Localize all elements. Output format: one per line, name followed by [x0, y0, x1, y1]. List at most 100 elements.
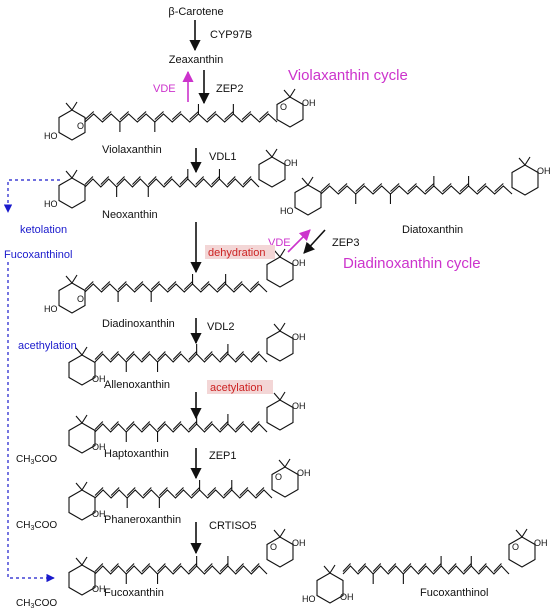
diatoxanthin-structure-polyene-chain-double-bond — [459, 183, 469, 192]
allenoxanthin-structure-hydroxyl: OH — [92, 374, 106, 384]
fucoxanthinol-structure-polyene-chain-double-bond — [493, 563, 502, 572]
haptoxanthin-structure-left-ring — [68, 422, 96, 454]
neoxanthin-structure-polyene-chain-double-bond — [132, 176, 141, 185]
fucoxanthinol-structure-left-ring-methyl — [323, 565, 331, 574]
label-cyp97b: CYP97B — [210, 29, 252, 41]
violaxanthin-structure-polyene-chain-double-bond — [84, 111, 95, 120]
fucoxanthinol-structure-right-ring — [508, 536, 536, 568]
arrow-vde-right — [287, 229, 311, 253]
violaxanthin-structure-right-ring-methyl — [283, 89, 291, 98]
fucoxanthinol-branch — [3, 179, 60, 583]
fucoxanthin-structure-polyene-chain-double-bond — [219, 563, 229, 572]
haptoxanthin-structure-polyene-chain-double-bond — [125, 421, 135, 430]
allenoxanthin-structure-left-ring — [68, 354, 96, 386]
label-ch3coo-2: CH3COO — [16, 520, 57, 532]
allenoxanthin-structure-polyene-chain — [94, 353, 268, 363]
phaneroxanthin-structure-hydroxyl: OH — [92, 509, 106, 519]
haptoxanthin-structure-left-ring-methyl — [81, 414, 88, 424]
violaxanthin-structure-right-ring-methyl — [289, 88, 296, 98]
label-acetylation: acetylation — [210, 382, 263, 394]
label-vde-top: VDE — [153, 83, 176, 95]
fucoxanthin-structure-right-ring — [266, 536, 294, 568]
violaxanthin-structure-right-ring — [276, 96, 304, 128]
violaxanthin-structure-polyene-chain-double-bond — [154, 111, 164, 120]
allenoxanthin-structure-polyene-chain-double-bond — [250, 351, 260, 360]
neoxanthin-structure-right-ring — [258, 156, 286, 188]
violaxanthin-structure-polyene-chain-double-bond — [102, 111, 112, 120]
allenoxanthin-structure-polyene-chain-double-bond — [188, 351, 198, 360]
diatoxanthin-structure-polyene-chain-double-bond — [355, 183, 365, 192]
phaneroxanthin-structure-polyene-chain-double-bond — [158, 487, 168, 496]
phaneroxanthin-structure-polyene-chain-double-bond — [142, 487, 152, 496]
diatoxanthin-structure-right-ring — [511, 164, 539, 196]
label-diadinoxanthin: Diadinoxanthin — [102, 318, 175, 330]
fucoxanthinol-structure-hydroxyl: OH — [340, 592, 354, 602]
haptoxanthin-structure-polyene-chain — [94, 423, 268, 433]
neoxanthin-structure-polyene-chain-double-bond — [163, 176, 173, 185]
allenoxanthin-structure-polyene-chain-double-bond — [110, 351, 119, 360]
neoxanthin-structure-polyene-chain-double-bond — [147, 176, 157, 185]
phaneroxanthin-structure-polyene-chain — [94, 489, 273, 499]
fucoxanthinol-structure-polyene-chain-double-bond — [402, 563, 412, 572]
fucoxanthinol-structure-polyene-chain-double-bond — [357, 563, 367, 572]
label-ch3coo-3: CH3COO — [16, 598, 57, 610]
diadinoxanthin-structure-epoxide-left: O — [77, 294, 84, 304]
neoxanthin-structure-left-ring — [58, 177, 86, 209]
fucoxanthin-structure-polyene-chain-double-bond — [141, 563, 151, 572]
fucoxanthin-structure-right-ring-methyl — [279, 528, 286, 538]
diadinoxanthin-structure-polyene-chain-double-bond — [84, 281, 94, 290]
diatoxanthin-structure-polyene-chain — [320, 185, 513, 195]
phaneroxanthin-structure-right-ring-methyl — [284, 458, 291, 468]
diatoxanthin-structure-polyene-chain-double-bond — [476, 183, 487, 192]
allenoxanthin-structure-left-ring-methyl — [75, 347, 83, 356]
fucoxanthinol-structure-right-substituent: OH — [534, 538, 548, 548]
phaneroxanthin-structure-polyene-chain-double-bond — [239, 487, 249, 496]
diadinoxanthin-structure-left-ring-methyl — [65, 275, 73, 284]
fucoxanthinol-structure-left-ring — [316, 572, 344, 604]
haptoxanthin-structure-polyene-chain-double-bond — [188, 421, 198, 430]
neoxanthin-structure-polyene-chain-double-bond — [242, 176, 252, 185]
diadinoxanthin-structure-polyene-chain — [84, 283, 268, 293]
fucoxanthin-structure-polyene-chain-double-bond — [157, 563, 166, 572]
diadinoxanthin-structure-left-substituent: HO — [44, 304, 58, 314]
diadinoxanthin-structure-right-ring — [266, 256, 294, 288]
label-vdl2: VDL2 — [207, 321, 235, 333]
fucoxanthin-structure-left-ring-methyl — [75, 557, 83, 566]
fucoxanthin-structure-left-ring — [68, 564, 96, 596]
violaxanthin-structure-right-substituent: OH — [302, 98, 316, 108]
fucoxanthin-structure-polyene-chain — [94, 565, 268, 575]
label-zeaxanthin: Zeaxanthin — [169, 54, 223, 66]
diatoxanthin-structure-polyene-chain-double-bond — [494, 183, 504, 192]
fucoxanthinol-structure-right-ring-methyl — [521, 528, 528, 538]
neoxanthin-structure-right-substituent: OH — [284, 158, 298, 168]
dashed-to-ketolation — [3, 179, 60, 213]
allenoxanthin-structure-polyene-chain-double-bond — [157, 351, 166, 360]
fucoxanthin-structure-epoxide-right: O — [270, 542, 277, 552]
fucoxanthinol-structure-polyene-chain-double-bond — [448, 563, 457, 572]
label-fucoxanthinol-right: Fucoxanthinol — [420, 587, 489, 599]
haptoxanthin-structure-polyene-chain-double-bond — [250, 421, 260, 430]
neoxanthin-structure-polyene-chain — [84, 178, 260, 188]
neoxanthin-structure-polyene-chain-double-bond — [195, 176, 205, 185]
haptoxanthin-structure-hydroxyl: OH — [92, 442, 106, 452]
phaneroxanthin-structure-polyene-chain-double-bond — [94, 487, 104, 496]
label-fucoxanthin: Fucoxanthin — [104, 587, 164, 599]
label-zep2: ZEP2 — [216, 83, 244, 95]
violaxanthin-structure-polyene-chain-double-bond — [206, 111, 217, 120]
allenoxanthin-structure-right-substituent: OH — [292, 332, 306, 342]
diatoxanthin-structure-right-ring-methyl — [518, 157, 526, 166]
violaxanthin-structure-polyene-chain-double-bond — [189, 111, 199, 120]
neoxanthin-structure-left-ring-methyl — [71, 169, 78, 179]
diadinoxanthin-structure-left-ring — [58, 282, 86, 314]
violaxanthin-structure-polyene-chain — [84, 113, 278, 123]
diadinoxanthin-structure-polyene-chain-double-bond — [250, 281, 260, 290]
label-ketolation: ketolation — [20, 224, 67, 236]
allenoxanthin-structure-polyene-chain-double-bond — [235, 351, 244, 360]
phaneroxanthin-structure-polyene-chain-double-bond — [223, 487, 233, 496]
colored-labels: VDE Violaxanthin cycle VDE Diadinoxanthi… — [4, 67, 481, 394]
